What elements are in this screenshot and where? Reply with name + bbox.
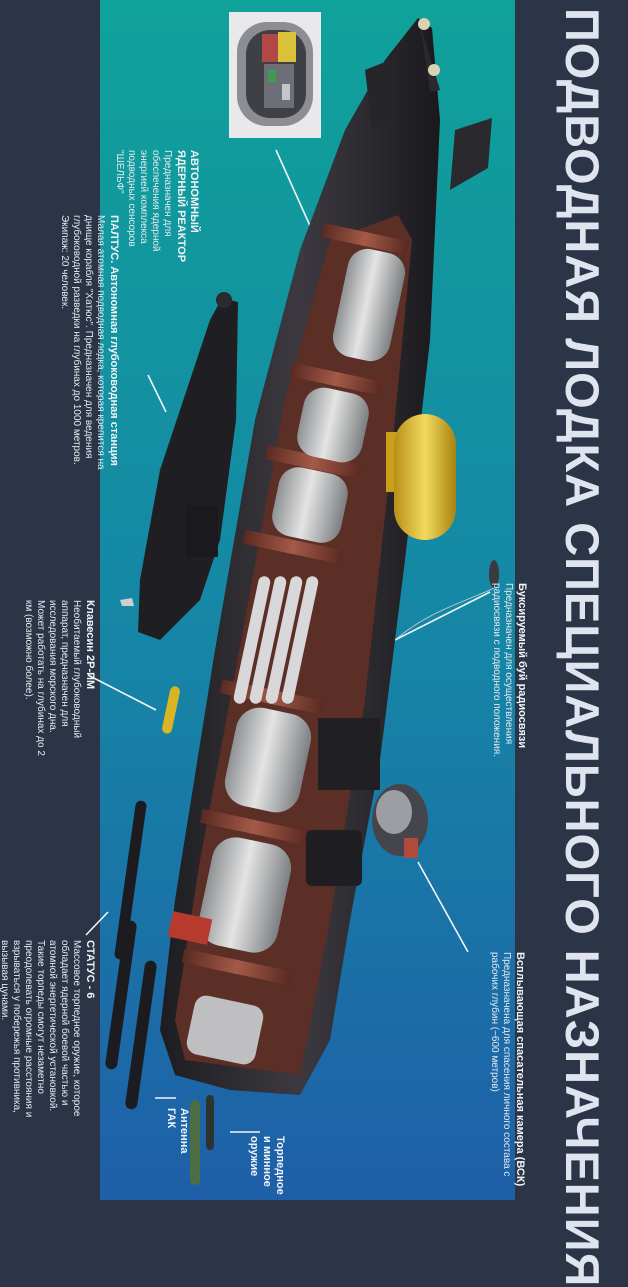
main-submarine [160, 18, 492, 1095]
callout-paltus-desc: Малая атомная подводная лодка, которая к… [59, 215, 106, 470]
callout-klavesin: Клавесин 2Р-ПМ Необитаемый глубоководный… [22, 600, 96, 765]
reactor-inset [229, 12, 321, 138]
callout-reactor: АВТОНОМНЫЙ ЯДЕРНЫЙ РЕАКТОР Предназначен … [113, 150, 200, 270]
torpedo-weapons [190, 1095, 214, 1185]
callout-klavesin-desc: Необитаемый глубоководный аппарат, предн… [23, 600, 82, 756]
callout-antenna: Антенна ГАК [163, 1108, 190, 1168]
rotated-text-layer: ПОДВОДНАЯ ЛОДКА СПЕЦИАЛЬНОГО НАЗНАЧЕНИЯ … [0, 8, 609, 1287]
callout-status6-heading: СТАТУС - 6 [84, 940, 96, 999]
right-panel [515, 0, 628, 1200]
callout-rescue-heading: Всплывающая спасательная камера (ВСК) [514, 952, 526, 1187]
paltus-sub [120, 292, 238, 640]
callout-torpedo-heading: Торпедное и минное оружие [248, 1136, 286, 1195]
callout-antenna-heading: Антенна ГАК [165, 1108, 190, 1154]
callout-buoy: Буксируемый буй радиосвязи Предназначен … [490, 583, 528, 797]
callout-reactor-desc: Предназначен для обеспечения ядерной эне… [114, 150, 173, 252]
callout-status6: СТАТУС - 6 Массовое торпедное оружие, ко… [0, 940, 96, 1130]
poster-illustration [0, 0, 628, 1200]
callout-status6-desc: Массовое торпедное оружие, которое облад… [0, 940, 82, 1118]
callout-rescue-desc: Предназначена для спасения личного соста… [489, 952, 512, 1177]
left-panel [0, 0, 100, 1200]
callout-buoy-desc: Предназначен для осуществления радиосвяз… [491, 583, 514, 757]
callout-reactor-heading: АВТОНОМНЫЙ ЯДЕРНЫЙ РЕАКТОР [175, 150, 200, 263]
callout-paltus: ПАЛТУС. Автономная глубоководная станция… [58, 215, 120, 477]
callout-torpedo: Торпедное и минное оружие [246, 1136, 286, 1196]
page-title: ПОДВОДНАЯ ЛОДКА СПЕЦИАЛЬНОГО НАЗНАЧЕНИЯ [556, 8, 609, 1287]
callout-buoy-heading: Буксируемый буй радиосвязи [516, 583, 528, 749]
callout-klavesin-heading: Клавесин 2Р-ПМ [84, 600, 96, 690]
buoy-figure [386, 414, 456, 540]
status6-torpedoes [105, 800, 157, 1110]
callout-rescue: Всплывающая спасательная камера (ВСК) Пр… [488, 952, 526, 1192]
klavesin-probe [162, 686, 180, 734]
towed-float [394, 560, 499, 641]
rescue-chamber [372, 784, 428, 858]
callout-paltus-heading: ПАЛТУС. Автономная глубоководная станция [108, 215, 120, 466]
